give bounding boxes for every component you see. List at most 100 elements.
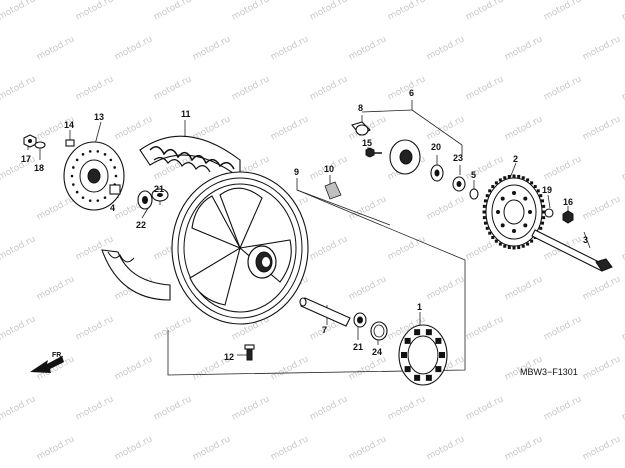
watermark-text: motod.ru [0, 154, 37, 182]
wheel [171, 171, 309, 325]
watermark-text: motod.ru [113, 114, 154, 142]
sprocket-hole [512, 229, 516, 233]
sprocket [482, 174, 546, 250]
watermark-text: motod.ru [113, 354, 154, 382]
callout-4: 4 [110, 203, 115, 213]
watermark-text: motod.ru [386, 74, 427, 102]
sprocket-tooth [541, 221, 545, 225]
watermark-text: motod.ru [620, 394, 625, 422]
sprocket-tooth [494, 239, 498, 243]
watermark-text: motod.ru [0, 74, 37, 102]
sprocket-hole [500, 223, 505, 228]
disc-hole [81, 196, 85, 199]
damper-lug [404, 366, 411, 373]
watermark-text: motod.ru [425, 194, 466, 222]
sprocket-tooth [503, 244, 507, 248]
watermark-text: motod.ru [425, 114, 466, 142]
sprocket-tooth [533, 185, 537, 189]
watermark-text: motod.ru [191, 34, 232, 62]
watermark-text: motod.ru [620, 74, 625, 102]
watermark-text: motod.ru [542, 154, 583, 182]
watermark-text: motod.ru [620, 314, 625, 342]
sprocket-tooth [542, 210, 546, 214]
sprocket-tooth [498, 178, 502, 182]
sprocket-nut [544, 208, 574, 224]
watermark-text: motod.ru [542, 74, 583, 102]
watermark-text: motod.ru [308, 394, 349, 422]
sprocket-hole [528, 210, 532, 214]
axle-sleeve [299, 297, 351, 327]
watermark-text: motod.ru [152, 0, 193, 23]
collar [324, 181, 342, 200]
watermark-text: motod.ru [581, 354, 622, 382]
damper-lug [435, 337, 442, 344]
watermark-text: motod.ru [503, 114, 544, 142]
watermark-text: motod.ru [464, 0, 505, 23]
callout-1: 1 [417, 302, 422, 312]
damper-lug [439, 352, 445, 358]
callout-23: 23 [453, 153, 463, 163]
sprocket-tooth [498, 242, 502, 246]
watermark-text: motod.ru [581, 434, 622, 462]
watermark-text: motod.ru [113, 434, 154, 462]
sprocket-tooth [507, 246, 511, 250]
fr-label: FR. [52, 352, 63, 359]
disc-hole [114, 174, 118, 178]
front-direction-arrow: FR. [30, 352, 64, 373]
watermark-text: motod.ru [620, 154, 625, 182]
disc-hole [75, 190, 79, 194]
watermark-text: motod.ru [581, 274, 622, 302]
callout-22: 22 [136, 220, 146, 230]
watermark-text: motod.ru [0, 234, 37, 262]
watermark-text: motod.ru [386, 0, 427, 23]
watermark-text: motod.ru [386, 394, 427, 422]
sprocket-tooth [491, 235, 495, 239]
sprocket-tooth [542, 204, 546, 208]
watermark-text: motod.ru [347, 434, 388, 462]
sprocket-tooth [521, 176, 525, 180]
callout-13: 13 [94, 112, 104, 122]
hub-flange-parts [351, 121, 479, 200]
sprocket-tooth [483, 221, 487, 225]
sprocket-tooth [488, 231, 492, 235]
watermark-text: motod.ru [152, 314, 193, 342]
small-parts-left [23, 134, 169, 210]
callout-8: 8 [358, 103, 363, 113]
callout-16: 16 [563, 197, 573, 207]
disc-hole [72, 166, 75, 169]
sprocket-tooth [512, 174, 516, 178]
watermark-text: motod.ru [464, 394, 505, 422]
sprocket-tooth [530, 239, 534, 243]
watermark-text: motod.ru [230, 0, 271, 23]
callout-15: 15 [362, 138, 372, 148]
rear-axle [531, 229, 613, 272]
watermark-text: motod.ru [308, 74, 349, 102]
watermark-text: motod.ru [269, 34, 310, 62]
callout-11: 11 [181, 109, 191, 119]
sprocket-tooth [542, 216, 546, 220]
sprocket-tooth [485, 194, 489, 198]
callout-6: 6 [409, 88, 414, 98]
sprocket-tooth [541, 199, 545, 203]
sprocket-tooth [512, 246, 516, 250]
watermark-text: motod.ru [152, 74, 193, 102]
sprocket-tooth [485, 226, 489, 230]
watermark-text: motod.ru [0, 0, 37, 23]
callout-24: 24 [372, 347, 382, 357]
damper-lug [414, 374, 421, 381]
damper [398, 324, 448, 386]
watermark-text: motod.ru [74, 314, 115, 342]
callout-2: 2 [513, 154, 518, 164]
callout-10: 10 [324, 164, 334, 174]
watermark-text: motod.ru [230, 394, 271, 422]
sprocket-tooth [539, 226, 543, 230]
watermark-text: motod.ru [113, 34, 154, 62]
damper-lug [414, 329, 421, 336]
watermark-text: motod.ru [0, 394, 37, 422]
disc-hole [96, 150, 100, 153]
sprocket-tooth [488, 189, 492, 193]
disc-hole [103, 196, 107, 199]
watermark-text: motod.ru [347, 274, 388, 302]
callout-numbers: 1 2 3 4 5 6 7 8 9 10 11 12 13 14 15 16 1… [21, 88, 588, 362]
callout-9: 9 [294, 167, 299, 177]
